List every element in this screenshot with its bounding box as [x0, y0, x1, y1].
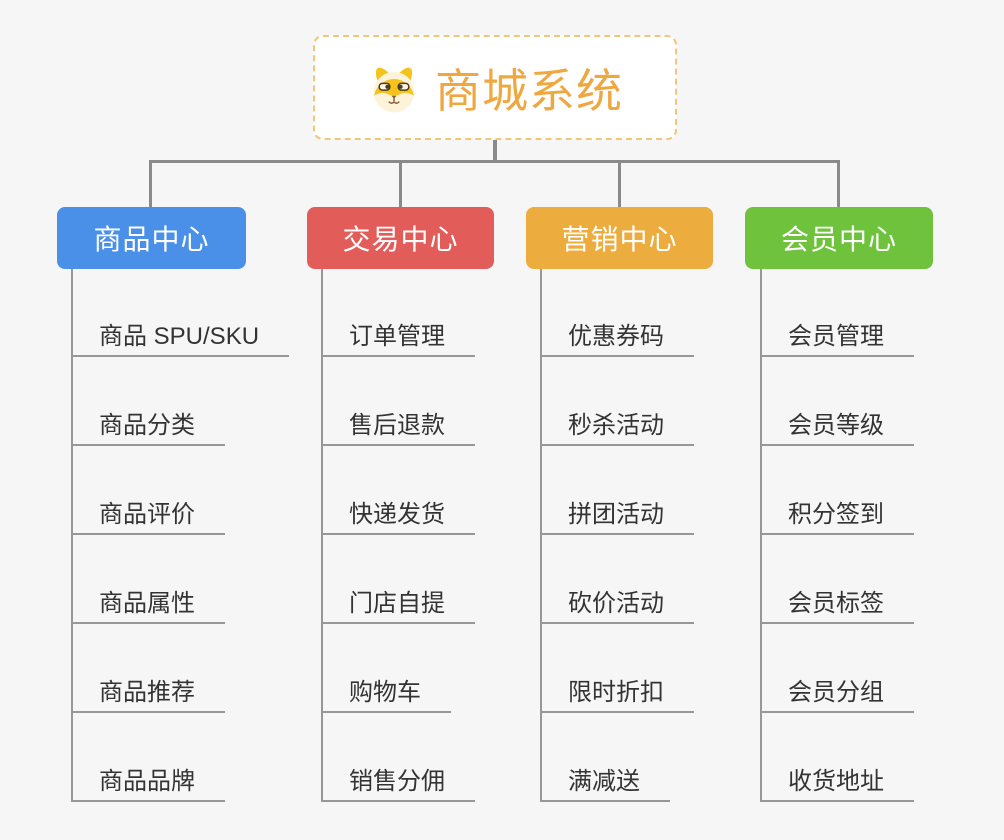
child-node-spend-save[interactable]: 满减送 [540, 764, 670, 802]
connector-drop-marketing [618, 160, 621, 207]
connector-drop-products [149, 160, 152, 207]
root-node[interactable]: 商城系统 [313, 35, 677, 140]
branch-spine [540, 269, 542, 802]
child-node-order-management[interactable]: 订单管理 [321, 319, 475, 357]
child-node-product-review[interactable]: 商品评价 [71, 497, 225, 535]
child-node-after-sale-refund[interactable]: 售后退款 [321, 408, 475, 446]
branch-children-product-center: 商品 SPU/SKU 商品分类 商品评价 商品属性 商品推荐 商品品牌 [71, 269, 311, 809]
child-node-group-buy[interactable]: 拼团活动 [540, 497, 694, 535]
branch-children-trade-center: 订单管理 售后退款 快递发货 门店自提 购物车 销售分佣 [321, 269, 561, 809]
connector-root-stub [493, 140, 497, 163]
connector-drop-trade [399, 160, 402, 207]
child-node-points-checkin[interactable]: 积分签到 [760, 497, 914, 535]
child-node-bargain-activity[interactable]: 砍价活动 [540, 586, 694, 624]
child-node-member-group[interactable]: 会员分组 [760, 675, 914, 713]
branch-header-member-center[interactable]: 会员中心 [745, 207, 933, 269]
child-node-sales-commission[interactable]: 销售分佣 [321, 764, 475, 802]
child-node-member-level[interactable]: 会员等级 [760, 408, 914, 446]
child-node-product-spu-sku[interactable]: 商品 SPU/SKU [71, 319, 290, 357]
child-node-product-category[interactable]: 商品分类 [71, 408, 225, 446]
child-node-coupon-code[interactable]: 优惠券码 [540, 319, 694, 357]
child-node-member-management[interactable]: 会员管理 [760, 319, 914, 357]
branch-spine [321, 269, 323, 802]
connector-drop-members [837, 160, 840, 207]
child-node-product-recommend[interactable]: 商品推荐 [71, 675, 225, 713]
child-node-store-pickup[interactable]: 门店自提 [321, 586, 475, 624]
dog-icon [373, 67, 415, 112]
child-node-product-brand[interactable]: 商品品牌 [71, 764, 225, 802]
root-title: 商城系统 [435, 64, 623, 117]
branch-children-marketing-center: 优惠券码 秒杀活动 拼团活动 砍价活动 限时折扣 满减送 [540, 269, 780, 809]
child-node-shipping-address[interactable]: 收货地址 [760, 764, 914, 802]
branch-children-member-center: 会员管理 会员等级 积分签到 会员标签 会员分组 收货地址 [760, 269, 1000, 809]
branch-spine [71, 269, 73, 802]
branch-spine [760, 269, 762, 802]
branch-header-trade-center[interactable]: 交易中心 [307, 207, 494, 269]
child-node-member-tag[interactable]: 会员标签 [760, 586, 914, 624]
child-node-flash-sale[interactable]: 秒杀活动 [540, 408, 694, 446]
child-node-product-attribute[interactable]: 商品属性 [71, 586, 225, 624]
child-node-limited-time-discount[interactable]: 限时折扣 [540, 675, 694, 713]
connector-bus [149, 160, 840, 163]
branch-header-marketing-center[interactable]: 营销中心 [526, 207, 713, 269]
branch-header-product-center[interactable]: 商品中心 [57, 207, 246, 269]
child-node-express-delivery[interactable]: 快递发货 [321, 497, 475, 535]
child-node-shopping-cart[interactable]: 购物车 [321, 675, 451, 713]
